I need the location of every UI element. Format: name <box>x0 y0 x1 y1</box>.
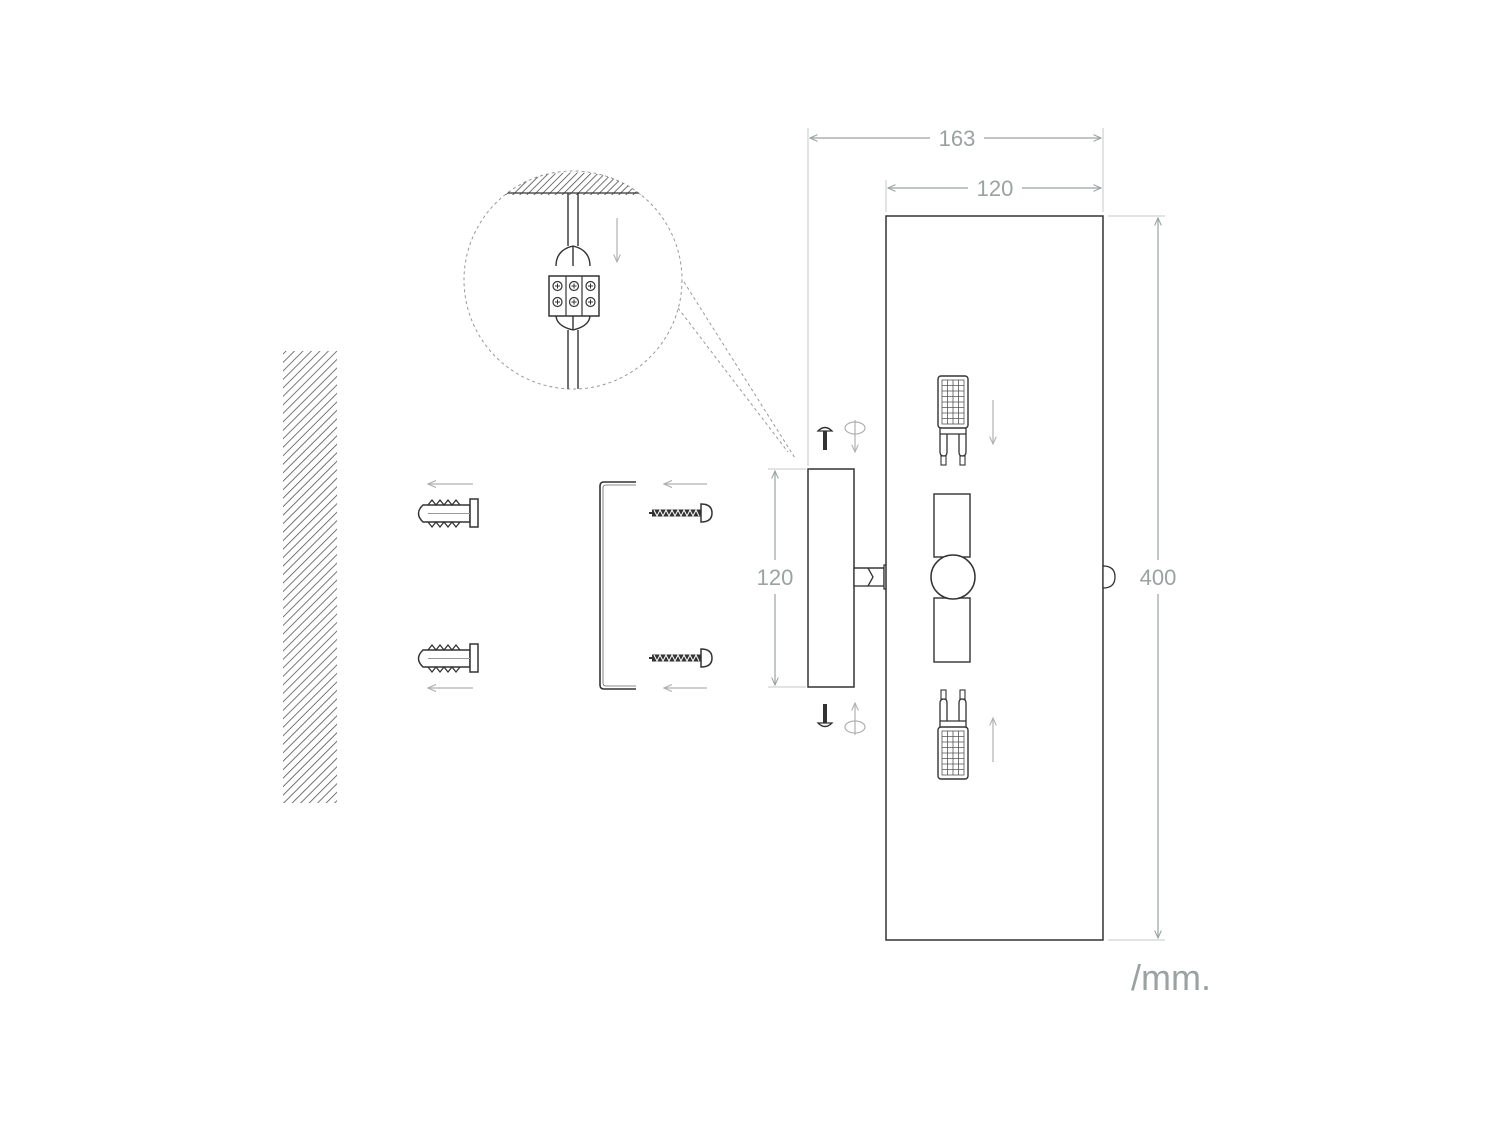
rotate-arrow-icon <box>844 420 866 452</box>
screw-icon <box>816 426 834 450</box>
lamp-shade <box>885 215 1104 941</box>
dimension-label-base-120: 120 <box>757 565 794 590</box>
wall-plug-icon <box>417 643 479 674</box>
screw-icon <box>649 648 713 668</box>
dimension-base-height: 120 <box>757 468 806 688</box>
shade-knob <box>1102 565 1116 589</box>
wiring-detail-callout <box>463 170 683 390</box>
dimension-shade-width: 120 <box>885 176 1101 212</box>
wall-plug-icon <box>417 498 479 529</box>
g9-bulb-icon <box>937 375 969 466</box>
mounting-bracket-inner <box>602 484 636 687</box>
lamp-holder <box>930 493 976 663</box>
screw-icon <box>649 503 713 523</box>
dimension-label-163: 163 <box>939 126 976 151</box>
callout-leader <box>677 307 789 453</box>
dimension-label-400: 400 <box>1140 565 1177 590</box>
callout-leader <box>683 281 796 459</box>
wall-base-plate <box>807 468 855 688</box>
dimension-label-shade-120: 120 <box>977 176 1014 201</box>
dimension-overall-width: 163 <box>807 126 1104 466</box>
screw-icon <box>816 704 834 728</box>
wall-hatch-icon <box>283 351 337 803</box>
dimension-shade-height: 400 <box>1108 215 1177 941</box>
unit-label: /mm. <box>1131 957 1211 998</box>
rotate-arrow-icon <box>844 703 866 735</box>
g9-bulb-icon <box>937 689 969 780</box>
mounting-bracket-icon <box>599 481 636 690</box>
terminal-block-icon <box>548 275 600 317</box>
